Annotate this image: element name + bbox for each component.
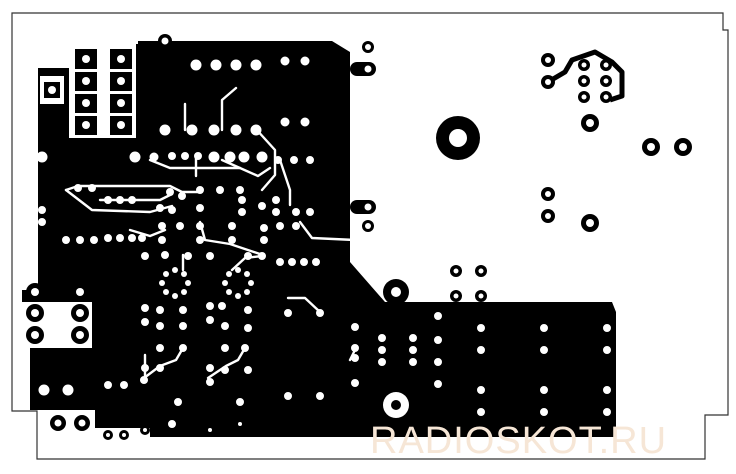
isolated-pads xyxy=(50,34,692,440)
pour-pads xyxy=(36,56,611,428)
ring-cluster-right xyxy=(222,267,254,299)
traces xyxy=(64,86,357,380)
header-drills xyxy=(82,55,125,129)
ring-cluster-left xyxy=(159,267,191,299)
bottom-left-connector xyxy=(26,283,89,344)
top-right-trace xyxy=(541,49,625,103)
watermark-text: RADIOSKOT.RU xyxy=(370,420,668,462)
board-outline xyxy=(11,12,729,460)
square-pad-drill xyxy=(48,86,56,94)
edge-tabs xyxy=(350,62,376,214)
